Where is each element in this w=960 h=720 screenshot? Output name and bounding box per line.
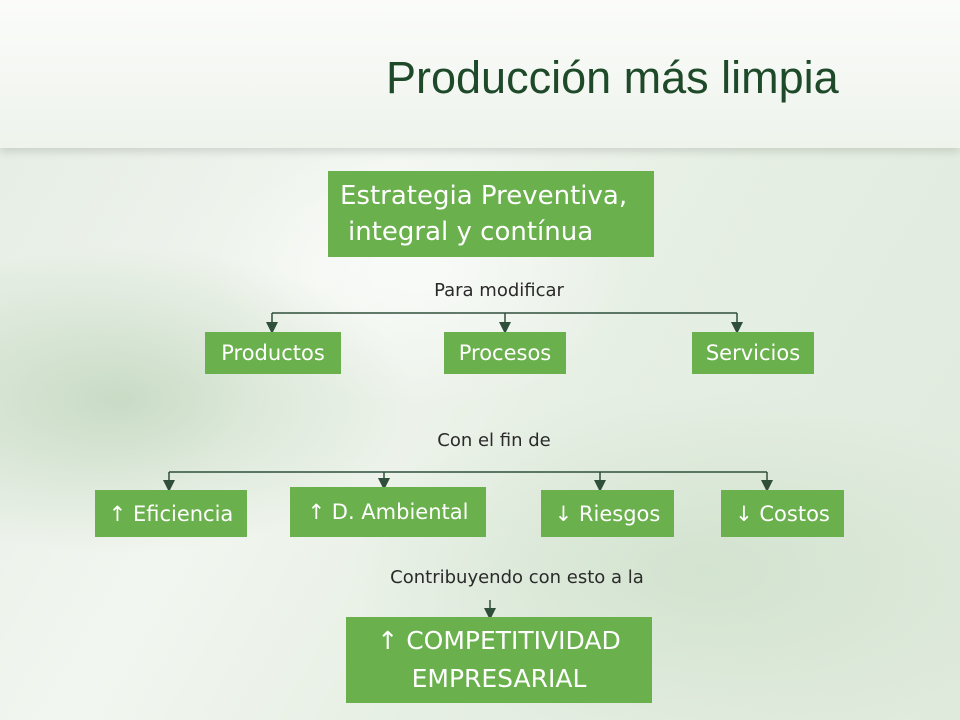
label-contribuyendo: Contribuyendo con esto a la — [390, 567, 644, 588]
label-para-modificar: Para modificar — [434, 280, 564, 301]
root-line-1: Estrategia Preventiva, — [340, 181, 628, 211]
root-strategy-box: Estrategia Preventiva, integral y contín… — [328, 171, 654, 257]
target-box-procesos: Procesos — [444, 332, 566, 374]
outcome-box-ambiental: ↑ D. Ambiental — [290, 487, 486, 537]
target-box-productos: Productos — [205, 332, 341, 374]
target-label: Productos — [221, 341, 325, 365]
target-box-servicios: Servicios — [692, 332, 814, 374]
outcome-box-eficiencia: ↑ Eficiencia — [95, 490, 247, 537]
label-con-el-fin-de: Con el fin de — [437, 430, 551, 451]
outcome-label: ↑ D. Ambiental — [307, 500, 469, 524]
result-line-2: EMPRESARIAL — [411, 664, 587, 693]
outcome-box-costos: ↓ Costos — [721, 490, 844, 537]
outcome-label: ↓ Riesgos — [554, 501, 661, 526]
outcome-label: ↓ Costos — [735, 501, 830, 526]
outcome-label: ↑ Eficiencia — [108, 501, 234, 526]
slide-title: Producción más limpia — [386, 52, 839, 103]
result-box: ↑ COMPETITIVIDAD EMPRESARIAL — [346, 617, 652, 703]
outcome-box-riesgos: ↓ Riesgos — [541, 490, 674, 537]
target-label: Procesos — [458, 341, 552, 365]
root-line-2: integral y contínua — [348, 217, 594, 247]
target-label: Servicios — [705, 341, 801, 365]
title-bar: Producción más limpia — [0, 0, 960, 148]
result-line-1: ↑ COMPETITIVIDAD — [377, 626, 621, 655]
